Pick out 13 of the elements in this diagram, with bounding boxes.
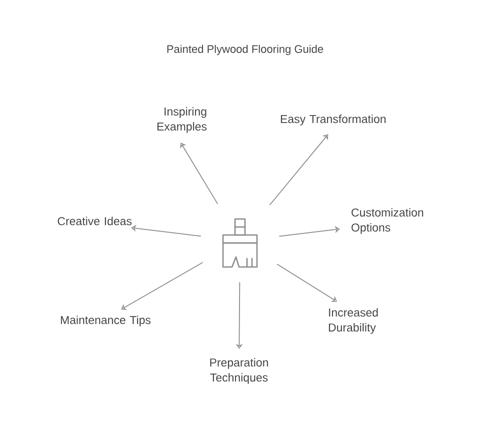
topic-label: Preparation Techniques: [210, 358, 268, 384]
topic-label: Creative Ideas: [58, 216, 132, 226]
arrow: [180, 142, 218, 204]
arrow: [278, 226, 340, 237]
topic-label: Easy Transformation: [280, 114, 386, 126]
topic-label: Maintenance Tips: [60, 316, 151, 326]
topic-label: Increased Durability: [328, 308, 378, 334]
arrow: [269, 134, 328, 206]
topic-label: Inspiring Examples: [157, 107, 207, 133]
title: Painted Plywood Flooring Guide: [167, 44, 324, 56]
arrow: [121, 262, 204, 310]
topic-label: Customization Options: [352, 208, 424, 234]
paintbrush-drawing: [222, 218, 258, 268]
